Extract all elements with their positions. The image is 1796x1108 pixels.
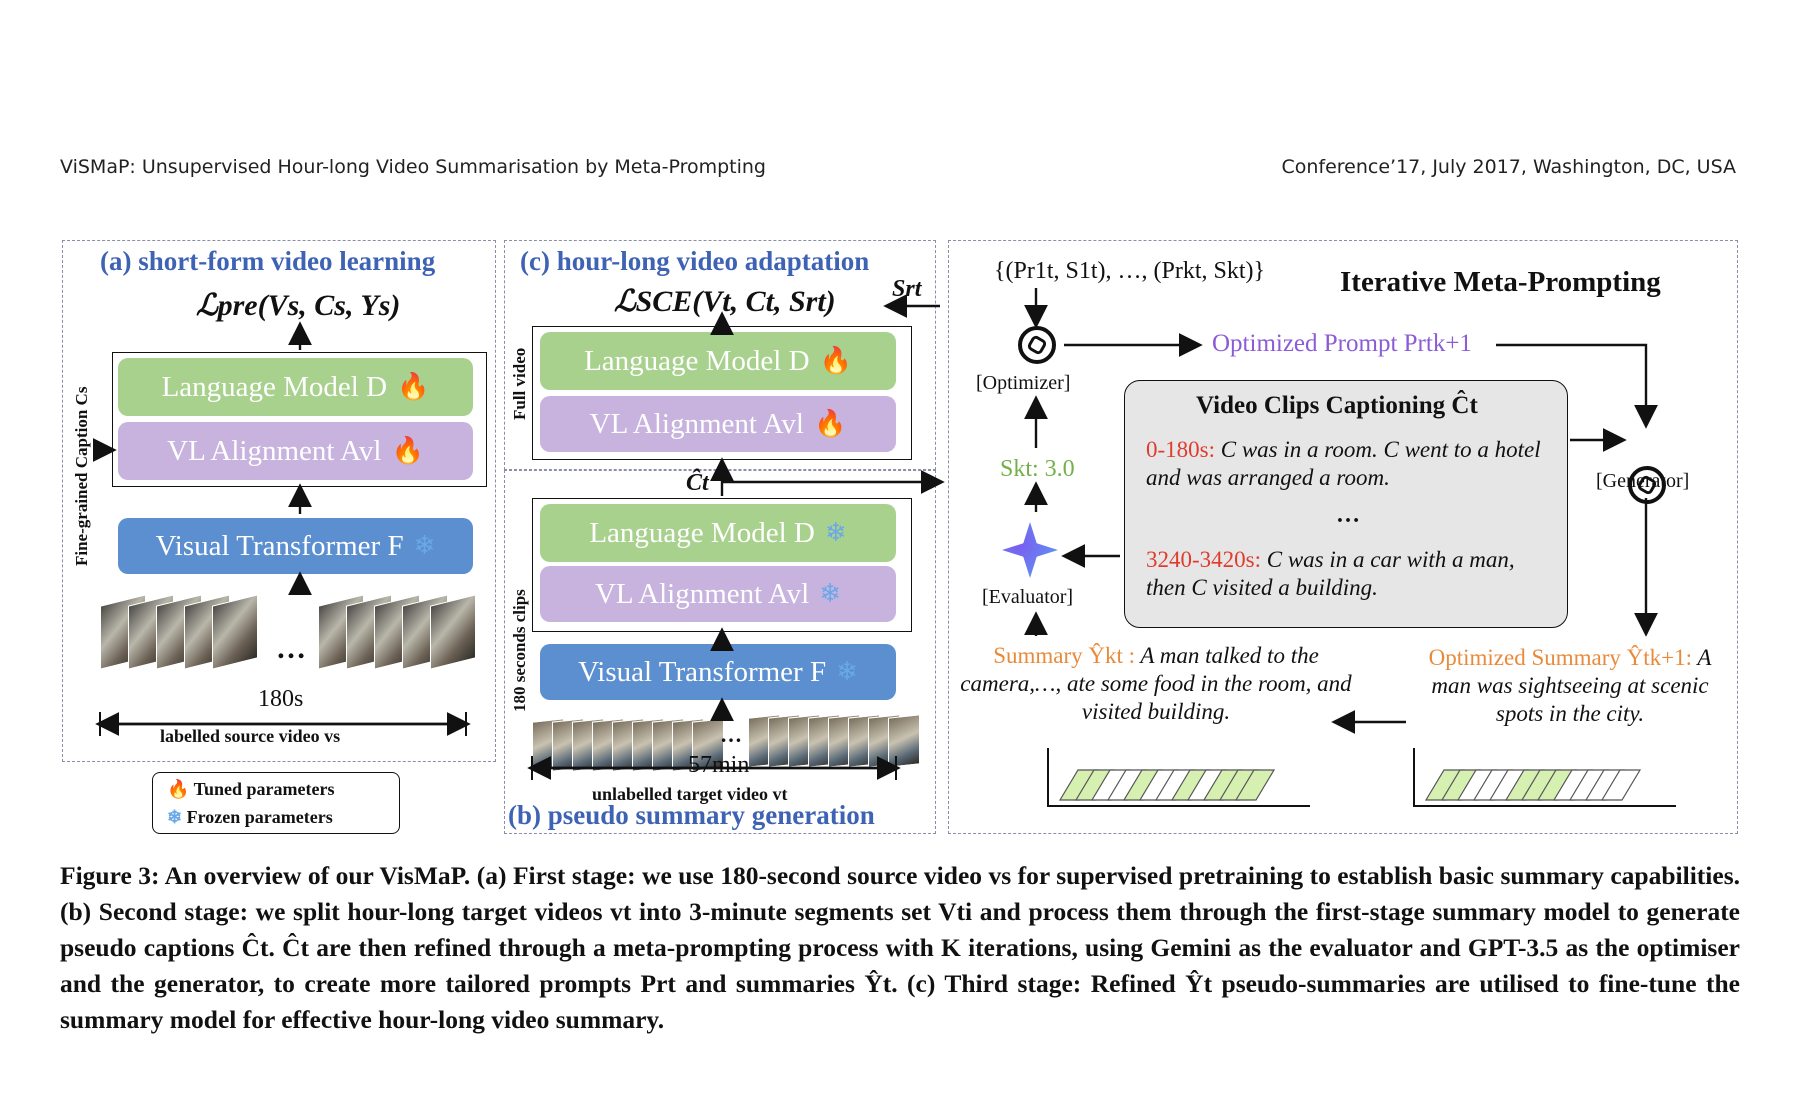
fire-icon: 🔥 bbox=[397, 372, 430, 401]
caption-entry-1: 0-180s: C was in a room. C went to a hot… bbox=[1146, 436, 1556, 492]
snowflake-icon: ❄ bbox=[413, 531, 436, 560]
meta-pairs: {(Pr1t, S1t), …, (Prkt, Skt)} bbox=[994, 258, 1266, 284]
panel-a-ellipsis: … bbox=[276, 632, 306, 665]
evaluator-label: [Evaluator] bbox=[982, 586, 1074, 608]
panel-b-c-hat: Ĉt bbox=[686, 470, 709, 496]
panel-a-visual-transformer: Visual Transformer F ❄ bbox=[118, 518, 473, 574]
panel-b-duration: 57min bbox=[688, 752, 750, 778]
panel-c-language-model-label: Language Model D bbox=[584, 344, 810, 377]
optimized-summary-text: A man was sightseeing at scenic spots in… bbox=[1431, 645, 1712, 726]
caption-1-time: 0-180s: bbox=[1146, 437, 1215, 462]
legend-tuned-label: Tuned parameters bbox=[193, 779, 335, 799]
panel-b-title: (b) pseudo summary generation bbox=[508, 800, 875, 830]
evaluator-score: Skt: 3.0 bbox=[1000, 456, 1075, 482]
panel-a-duration: 180s bbox=[258, 686, 304, 712]
panel-b-ellipsis: … bbox=[720, 722, 742, 747]
legend-frozen: ❄ Frozen parameters bbox=[167, 807, 333, 828]
summary: Summary Ŷkt : A man talked to the camera… bbox=[956, 642, 1356, 726]
panel-a-loss: ℒpre(Vs, Cs, Ys) bbox=[196, 289, 401, 322]
panel-c-language-model: Language Model D 🔥 bbox=[540, 332, 896, 390]
panel-a-vl-alignment-label: VL Alignment Avl bbox=[167, 434, 382, 467]
snowflake-icon: ❄ bbox=[836, 657, 858, 686]
caption-entry-2: 3240-3420s: C was in a car with a man, t… bbox=[1146, 546, 1556, 602]
legend: 🔥 Tuned parameters ❄ Frozen parameters bbox=[152, 772, 400, 834]
caption-2-time: 3240-3420s: bbox=[1146, 547, 1261, 572]
meta-panel bbox=[948, 240, 1738, 834]
fire-icon: 🔥 bbox=[391, 436, 424, 465]
panel-b-language-model-label: Language Model D bbox=[589, 516, 815, 549]
panel-b-vl-alignment: VL Alignment Avl ❄ bbox=[540, 566, 896, 622]
panel-c-vl-alignment: VL Alignment Avl 🔥 bbox=[540, 396, 896, 452]
panel-b-video-label: unlabelled target video vt bbox=[592, 784, 788, 804]
fire-icon: 🔥 bbox=[167, 779, 190, 799]
figure-caption: Figure 3: An overview of our VisMaP. (a)… bbox=[60, 861, 1740, 1034]
snowflake-icon: ❄ bbox=[824, 518, 847, 547]
generator-label: [Generator] bbox=[1596, 470, 1690, 492]
optimizer-label: [Optimizer] bbox=[976, 372, 1071, 394]
panel-a-title: (a) short-form video learning bbox=[100, 246, 436, 276]
panel-c-vl-alignment-label: VL Alignment Avl bbox=[589, 407, 804, 440]
running-header-right: Conference’17, July 2017, Washington, DC… bbox=[1281, 156, 1736, 178]
panel-b-visual-transformer: Visual Transformer F ❄ bbox=[540, 644, 896, 700]
panel-a-video-label: labelled source video vs bbox=[160, 726, 341, 746]
caption-1-text: C was in a room. C went to a hotel and w… bbox=[1146, 437, 1541, 490]
running-header-left: ViSMaP: Unsupervised Hour-long Video Sum… bbox=[60, 156, 766, 178]
optimized-summary-label: Optimized Summary Ŷtk+1: bbox=[1428, 645, 1692, 670]
caption-2-text: C was in a car with a man, then C visite… bbox=[1146, 547, 1515, 600]
fire-icon: 🔥 bbox=[813, 409, 847, 438]
summary-text: A man talked to the camera,…, ate some f… bbox=[960, 643, 1352, 724]
panel-a-language-model: Language Model D 🔥 bbox=[118, 358, 473, 416]
figure-arrows bbox=[92, 288, 1676, 807]
snowflake-icon: ❄ bbox=[819, 579, 842, 608]
panel-b-language-model: Language Model D ❄ bbox=[540, 504, 896, 562]
captions-ellipsis: … bbox=[1336, 502, 1360, 528]
legend-frozen-label: Frozen parameters bbox=[186, 807, 333, 827]
panel-a-visual-transformer-label: Visual Transformer F bbox=[155, 529, 404, 562]
panel-a-language-model-label: Language Model D bbox=[161, 370, 388, 403]
panel-b-visual-transformer-label: Visual Transformer F bbox=[578, 655, 827, 688]
legend-tuned: 🔥 Tuned parameters bbox=[167, 779, 334, 800]
summary-label: Summary Ŷkt : bbox=[993, 643, 1136, 668]
snowflake-icon: ❄ bbox=[167, 807, 183, 827]
panel-b-vl-alignment-label: VL Alignment Avl bbox=[594, 577, 810, 610]
optimized-summary: Optimized Summary Ŷtk+1: A man was sight… bbox=[1412, 644, 1728, 728]
panel-c-title: (c) hour-long video adaptation bbox=[520, 246, 870, 276]
panel-a-vl-alignment: VL Alignment Avl 🔥 bbox=[118, 422, 473, 480]
figure: (a) short-form video learning ℒpre(Vs, C… bbox=[0, 0, 1796, 850]
captions-box bbox=[1124, 380, 1568, 628]
panel-a bbox=[62, 240, 496, 762]
captions-title: Video Clips Captioning Ĉt bbox=[1196, 392, 1478, 419]
meta-title: Iterative Meta-Prompting bbox=[1340, 266, 1661, 298]
fire-icon: 🔥 bbox=[819, 346, 852, 375]
optimized-prompt: Optimized Prompt Prtk+1 bbox=[1212, 330, 1472, 357]
